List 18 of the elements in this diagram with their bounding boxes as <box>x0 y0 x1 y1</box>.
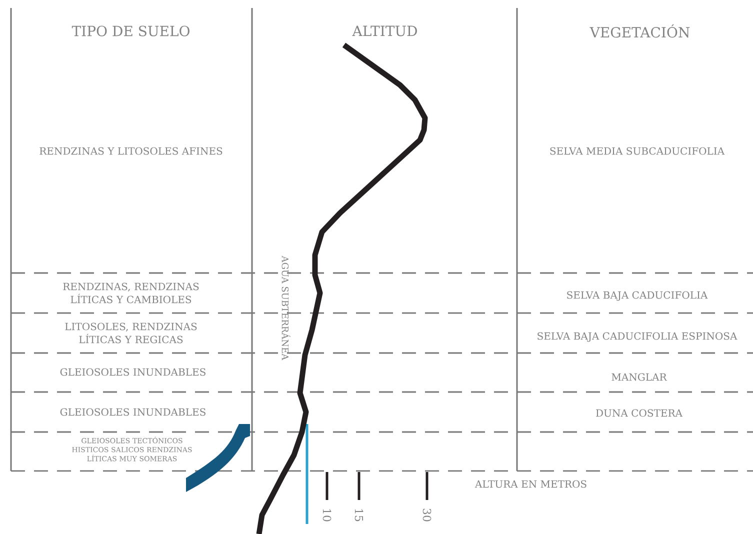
tick-label: 30 <box>422 508 432 522</box>
column-header: VEGETACIÓN <box>590 24 690 38</box>
soil-label: RENDZINAS Y LITOSOLES AFINES <box>40 147 222 155</box>
soil-label: GLEIOSOLES INUNDABLES <box>60 408 206 416</box>
soil-label: GLEIOSOLES INUNDABLES <box>60 368 206 376</box>
vegetation-label: MANGLAR <box>612 373 668 381</box>
column-header: TIPO DE SUELO <box>72 26 190 36</box>
vegetation-label: SELVA BAJA CADUCIFOLIA <box>567 291 708 301</box>
column-header: ALTITUD <box>352 26 417 36</box>
vegetation-label: DUNA COSTERA <box>596 409 683 417</box>
groundwater-label: AGUA SUBTERRÁNEA <box>282 256 290 360</box>
vegetation-label: SELVA BAJA CADUCIFOLIA ESPINOSA <box>538 332 738 342</box>
vegetation-label: SELVA MEDIA SUBCADUCIFOLIA <box>550 147 725 155</box>
tick-label: 10 <box>322 509 332 522</box>
soil-label: RENDZINAS, RENDZINAS LÍTICAS Y CAMBIOLES <box>63 282 199 304</box>
soil-label: LITOSOLES, RENDZINAS LÍTICAS Y REGICAS <box>65 322 197 344</box>
axis-label: ALTURA EN METROS <box>474 480 586 488</box>
tick-label: 15 <box>354 509 364 522</box>
